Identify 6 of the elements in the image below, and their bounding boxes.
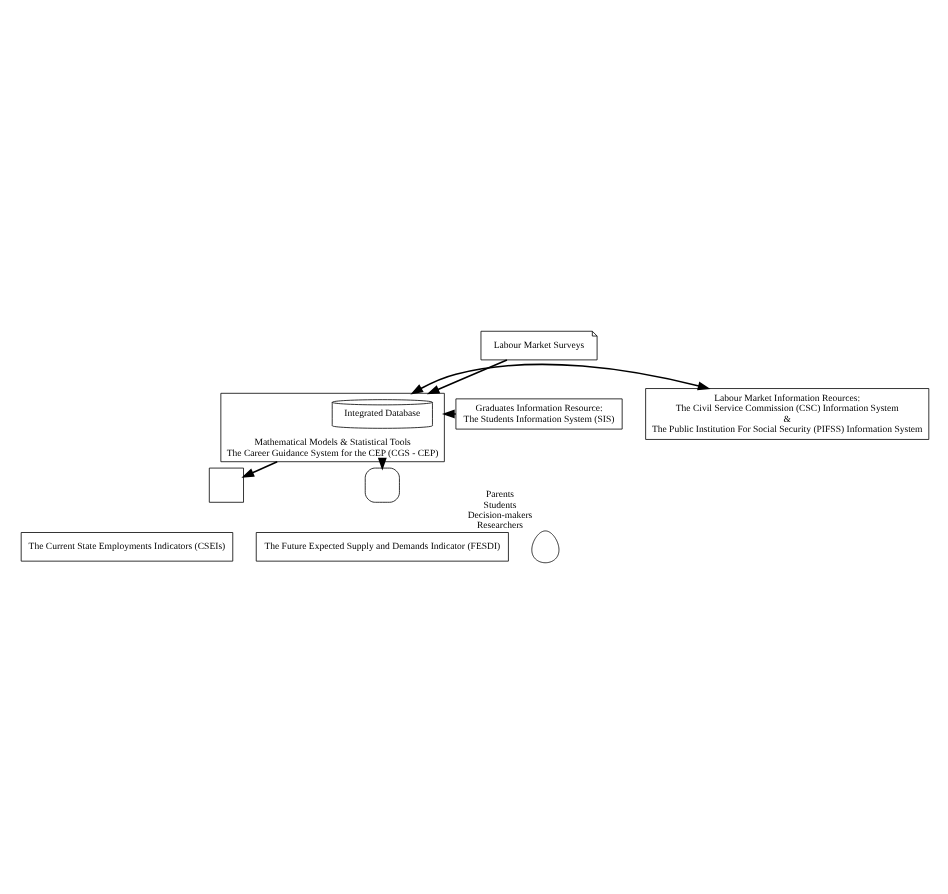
node-chart [207,467,243,503]
arrow [409,363,710,395]
node-person [530,530,559,564]
node-box [363,467,399,503]
arrow [240,460,277,478]
arrow [425,359,507,395]
